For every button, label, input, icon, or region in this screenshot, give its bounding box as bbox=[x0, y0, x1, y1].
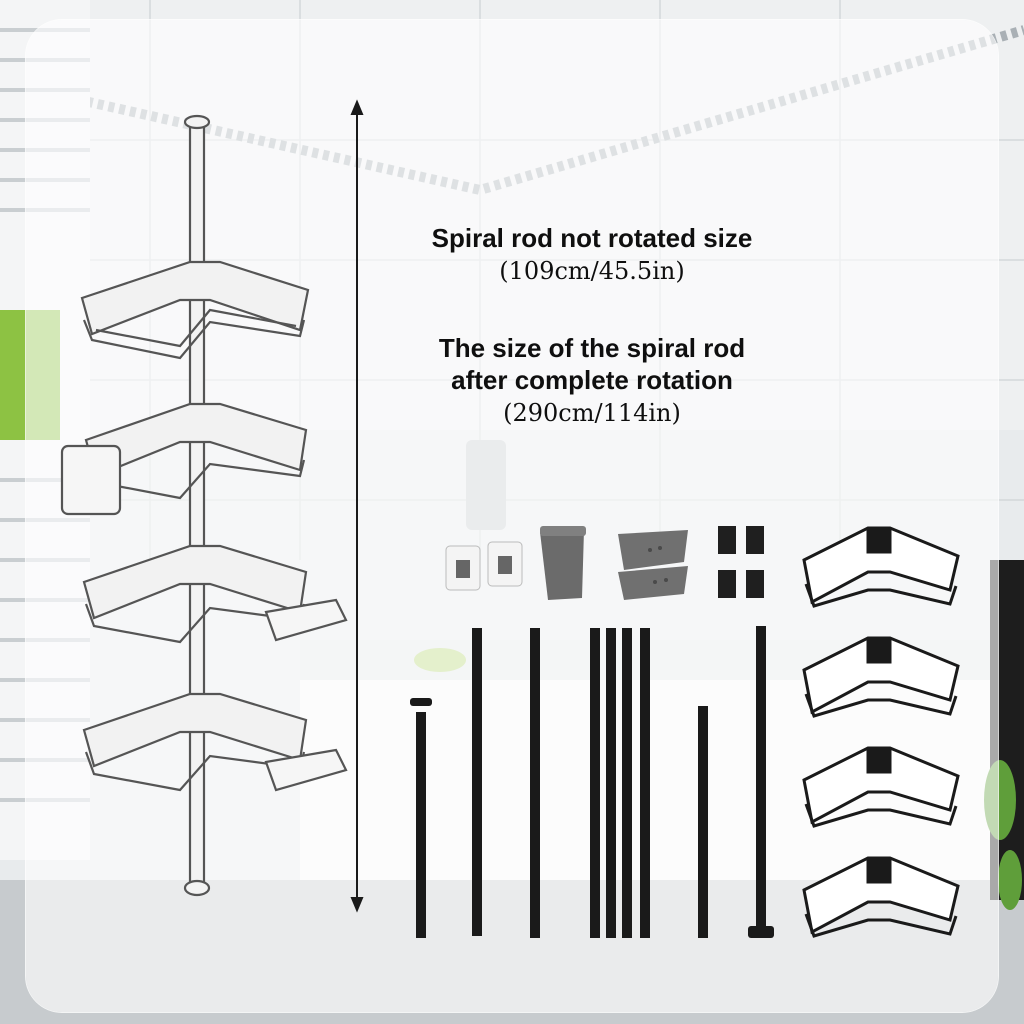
retracted-size-value: (109cm/45.5in) bbox=[499, 257, 685, 285]
clips bbox=[718, 526, 764, 598]
assembled-shower-caddy bbox=[60, 114, 348, 897]
extended-size-caption: The size of the spiral rod after complet… bbox=[372, 332, 812, 430]
basket-outline-4 bbox=[82, 692, 348, 792]
black-basket-3 bbox=[802, 746, 960, 828]
spiral-rods bbox=[410, 626, 774, 938]
overlay-panel bbox=[26, 20, 998, 1012]
black-corner-baskets bbox=[802, 526, 960, 938]
basket-outline-3 bbox=[82, 544, 348, 644]
black-basket-1 bbox=[802, 526, 960, 608]
adhesive-hooks bbox=[445, 541, 523, 591]
basket-outline-2 bbox=[60, 402, 308, 516]
black-basket-2 bbox=[802, 636, 960, 718]
height-dimension-arrow bbox=[350, 99, 364, 913]
extended-size-value: (290cm/114in) bbox=[503, 399, 681, 427]
black-basket-4 bbox=[802, 856, 960, 938]
extended-size-heading-line1: The size of the spiral rod bbox=[438, 333, 746, 363]
soap-dishes bbox=[618, 530, 688, 600]
retracted-size-heading: Spiral rod not rotated size bbox=[431, 223, 753, 253]
retracted-size-caption: Spiral rod not rotated size (109cm/45.5i… bbox=[372, 222, 812, 288]
cup-holder bbox=[540, 526, 586, 600]
basket-outline-1 bbox=[80, 260, 310, 360]
extended-size-heading-line2: after complete rotation bbox=[451, 365, 733, 395]
